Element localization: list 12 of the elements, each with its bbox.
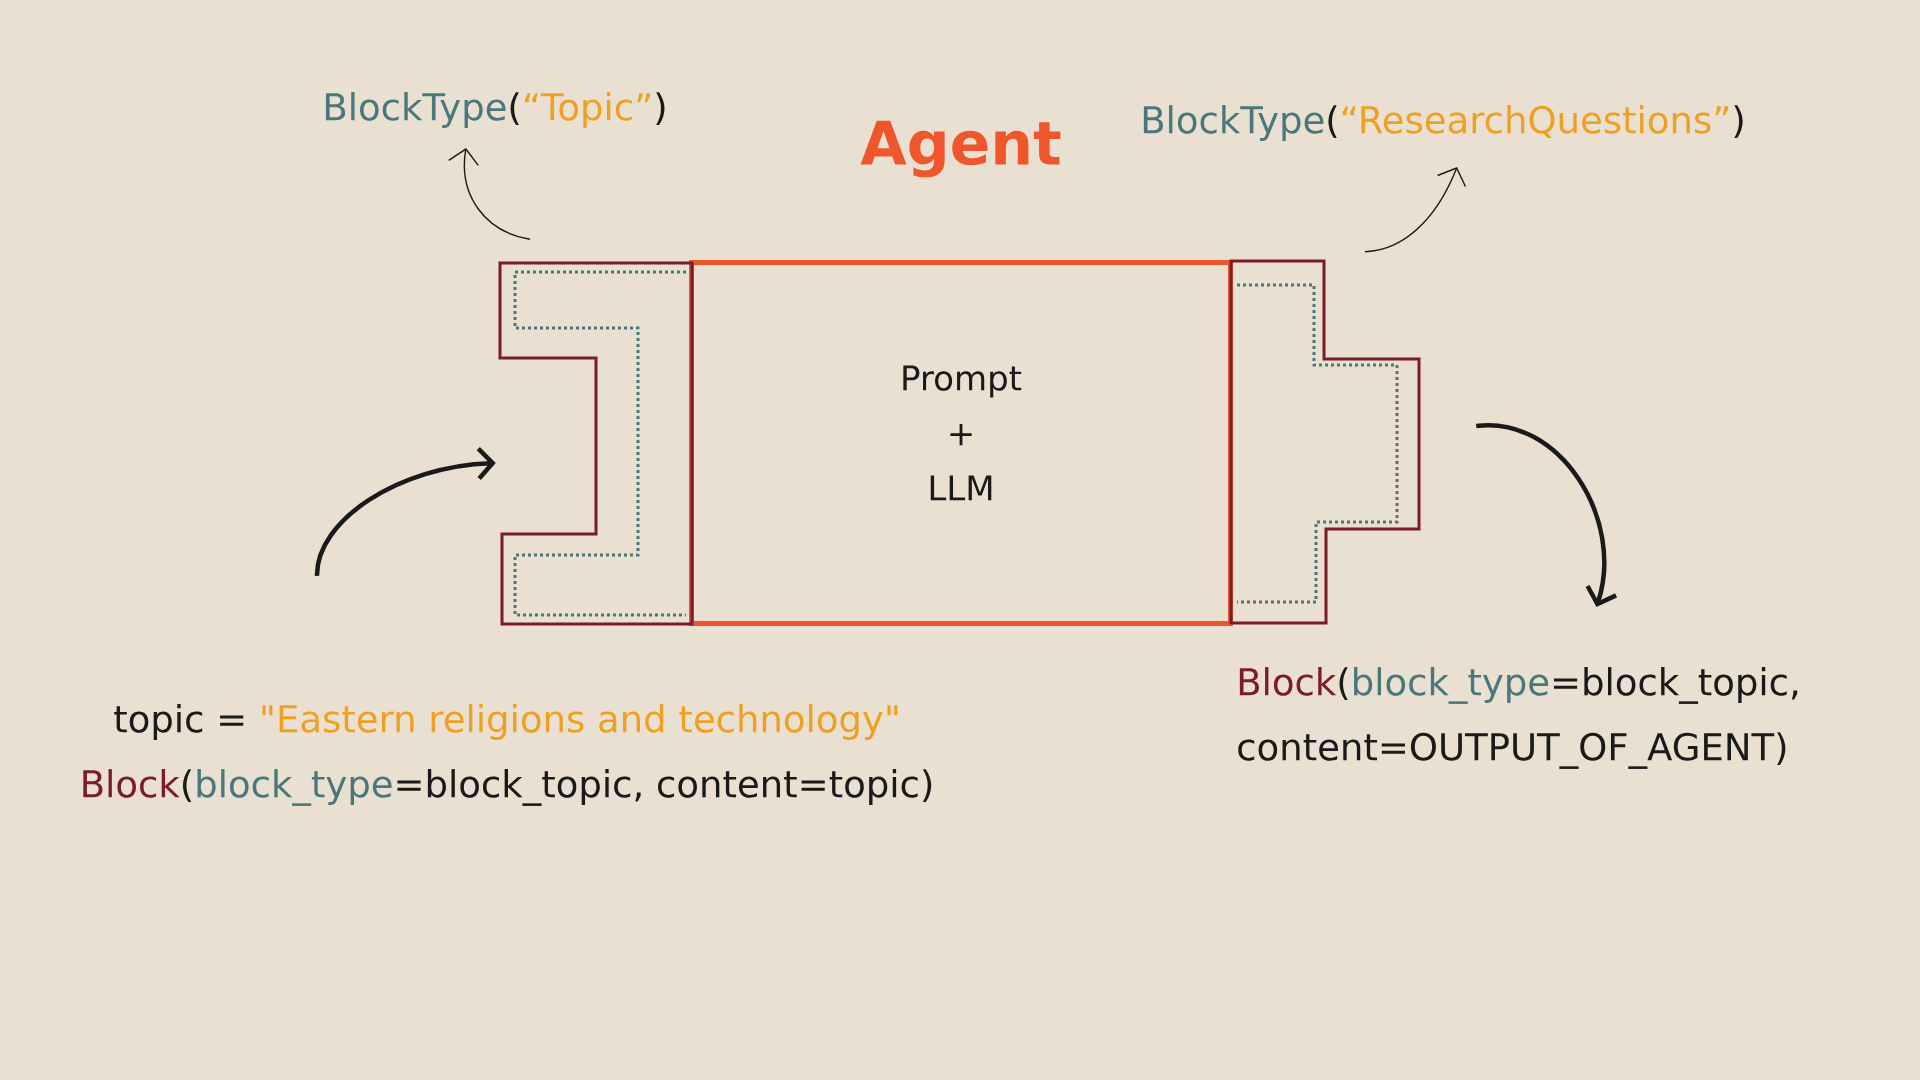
process-box: Prompt + LLM <box>689 260 1233 626</box>
arrow <box>314 446 496 577</box>
arrow <box>1364 167 1467 253</box>
code-label: BlockType( “Topic” ) <box>326 92 665 128</box>
heading: Agent <box>860 120 1061 178</box>
code-text: Block( block_type=block_topic, content=OUTPUT_OF_AGENT) <box>1238 667 1798 769</box>
arrow <box>1476 423 1617 607</box>
connector-piece <box>498 261 694 626</box>
code-label: BlockType( “ResearchQuestions” ) <box>1143 105 1743 141</box>
arrow <box>448 148 531 240</box>
code-text: topic = "Eastern religions and technology" Block( block_type=block_topic, content=topic) <box>83 704 932 806</box>
connector-piece <box>1229 259 1421 625</box>
